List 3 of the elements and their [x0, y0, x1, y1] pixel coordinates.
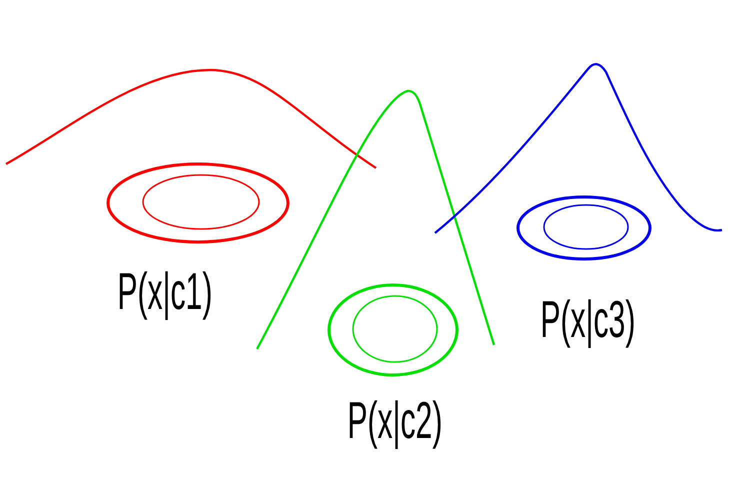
probability-label: P(x|c3) [540, 294, 636, 346]
probability-label: P(x|c1) [117, 266, 212, 318]
probability-label: P(x|c2) [347, 395, 442, 447]
